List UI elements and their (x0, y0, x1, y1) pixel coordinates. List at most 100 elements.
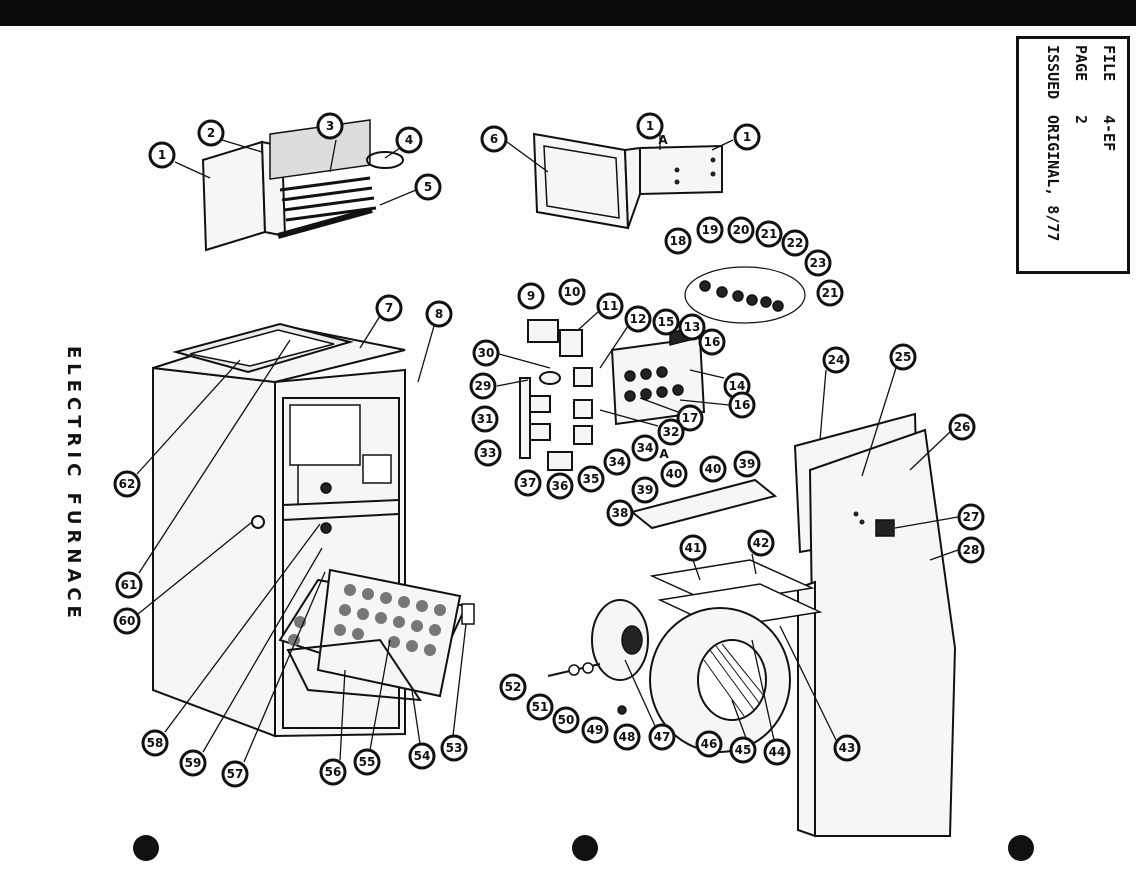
callout-62: 62 (113, 470, 141, 498)
callout-label: 6 (490, 132, 498, 146)
callout-circle (221, 760, 249, 788)
heater-element-assembly (201, 119, 404, 252)
file-label: FILE (1100, 45, 1118, 82)
callout-label: 16 (734, 398, 751, 412)
callout-label: 21 (822, 286, 839, 300)
callout-label: 40 (666, 467, 683, 481)
callout-label: 45 (735, 743, 752, 757)
callout-A: A (658, 133, 668, 147)
callout-label: 44 (769, 745, 786, 759)
callout-16: 16 (728, 391, 756, 419)
callout-label: 39 (637, 483, 654, 497)
callout-53: 53 (440, 734, 468, 762)
callout-label: 51 (532, 700, 549, 714)
callout-59: 59 (179, 749, 207, 777)
callout-label: 27 (963, 510, 980, 524)
callout-1: 1 (636, 112, 664, 140)
callout-label: 59 (185, 756, 202, 770)
callout-label: 10 (564, 285, 581, 299)
page-value: 2 (1072, 115, 1090, 125)
callout-60: 60 (113, 607, 141, 635)
side-door-panel (793, 412, 957, 838)
callout-label: 36 (552, 479, 569, 493)
callout-label: 16 (704, 335, 721, 349)
callout-label: 4 (405, 133, 413, 147)
callout-17: 17 (676, 404, 704, 432)
file-info-box: FILE4-EF PAGE2 ISSUEDORIGINAL, 8/77 (1016, 36, 1130, 274)
callout-circle (546, 472, 574, 500)
callout-label: 41 (685, 541, 702, 555)
callout-1: 1 (733, 123, 761, 151)
callout-circle (957, 536, 985, 564)
issued-value: ORIGINAL, 8/77 (1044, 115, 1062, 242)
callout-circle (781, 229, 809, 257)
callout-38: 38 (606, 499, 634, 527)
callout-label: 54 (414, 749, 431, 763)
callout-circle (804, 249, 832, 277)
callout-20: 20 (727, 216, 755, 244)
callout-label: 61 (121, 578, 138, 592)
callout-label: 1 (646, 119, 654, 133)
callout-circle (695, 730, 723, 758)
callout-29: 29 (469, 372, 497, 400)
callout-label: 19 (702, 223, 719, 237)
callout-33: 33 (474, 439, 502, 467)
callout-15: 15 (652, 308, 680, 336)
callout-circle (581, 716, 609, 744)
callout-10: 10 (558, 278, 586, 306)
callout-label: 23 (810, 256, 827, 270)
callout-circle (816, 279, 844, 307)
page-label: PAGE (1072, 45, 1090, 82)
callout-circle (733, 123, 761, 151)
callout-47: 47 (648, 723, 676, 751)
callout-48: 48 (613, 723, 641, 751)
callout-label: 47 (654, 730, 671, 744)
callout-44: 44 (763, 738, 791, 766)
callout-label: 3 (326, 119, 334, 133)
callout-circle (603, 448, 631, 476)
callout-circle (889, 343, 917, 371)
callout-circle (440, 734, 468, 762)
callout-16: 16 (698, 328, 726, 356)
callout-26: 26 (948, 413, 976, 441)
callout-circle (577, 465, 605, 493)
callout-36: 36 (546, 472, 574, 500)
callout-23: 23 (804, 249, 832, 277)
callout-label: 58 (147, 736, 164, 750)
callout-circle (474, 439, 502, 467)
callout-circle (316, 112, 344, 140)
callout-circle (822, 346, 850, 374)
issued-label: ISSUED (1044, 45, 1062, 100)
callout-circle (624, 305, 652, 333)
callout-label: 31 (477, 412, 494, 426)
callout-24: 24 (822, 346, 850, 374)
callout-circle (755, 220, 783, 248)
callout-circle (699, 455, 727, 483)
callout-circle (660, 460, 688, 488)
callout-circle (471, 405, 499, 433)
punch-hole-right (1008, 835, 1034, 861)
callout-label: 5 (424, 180, 432, 194)
callout-46: 46 (695, 730, 723, 758)
callout-49: 49 (581, 716, 609, 744)
callout-58: 58 (141, 729, 169, 757)
punch-hole-center (572, 835, 598, 861)
callout-label: 42 (753, 536, 770, 550)
callout-circle (414, 173, 442, 201)
callout-label: 17 (682, 411, 699, 425)
callout-label: 30 (478, 346, 495, 360)
callout-circle (763, 738, 791, 766)
callout-label: 48 (619, 730, 636, 744)
callout-circle (526, 693, 554, 721)
callout-circle (631, 476, 659, 504)
callout-57: 57 (221, 760, 249, 788)
callout-circle (469, 372, 497, 400)
callout-label: 2 (207, 126, 215, 140)
callout-circle (652, 308, 680, 336)
callout-11: 11 (596, 292, 624, 320)
callout-circle (696, 216, 724, 244)
callout-1: 1 (148, 141, 176, 169)
blower-assembly (547, 559, 823, 753)
callout-label: 12 (630, 312, 647, 326)
callout-circle (729, 736, 757, 764)
